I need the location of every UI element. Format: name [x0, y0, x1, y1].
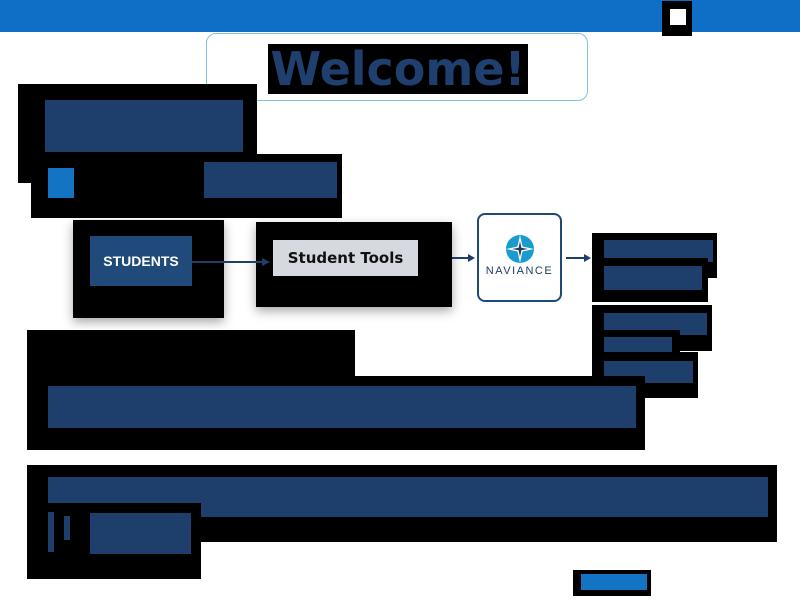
close-button[interactable]	[662, 1, 692, 36]
redacted-text-bar	[48, 512, 54, 552]
redacted-text-bar	[604, 337, 672, 354]
bullet-icon	[48, 168, 74, 198]
redacted-text-bar	[90, 513, 191, 554]
redacted-text-bar	[48, 386, 636, 428]
naviance-logo-text: NAVIANCE	[485, 265, 554, 277]
redacted-text-bar	[64, 516, 70, 540]
next-button[interactable]	[581, 574, 647, 590]
compass-star-icon	[506, 235, 534, 263]
redacted-text-bar	[604, 313, 707, 335]
page-title: Welcome!	[268, 44, 528, 94]
redacted-text-bar	[45, 100, 243, 152]
student-tools-button[interactable]: Student Tools	[273, 240, 418, 276]
redacted-text-bar	[604, 240, 713, 262]
arrow-right-icon	[468, 254, 475, 262]
arrow-right-icon	[584, 254, 591, 262]
students-button[interactable]: STUDENTS	[90, 236, 192, 286]
redacted-text-bar	[204, 162, 337, 198]
close-icon	[670, 9, 686, 25]
redacted-text-bar	[604, 266, 702, 290]
